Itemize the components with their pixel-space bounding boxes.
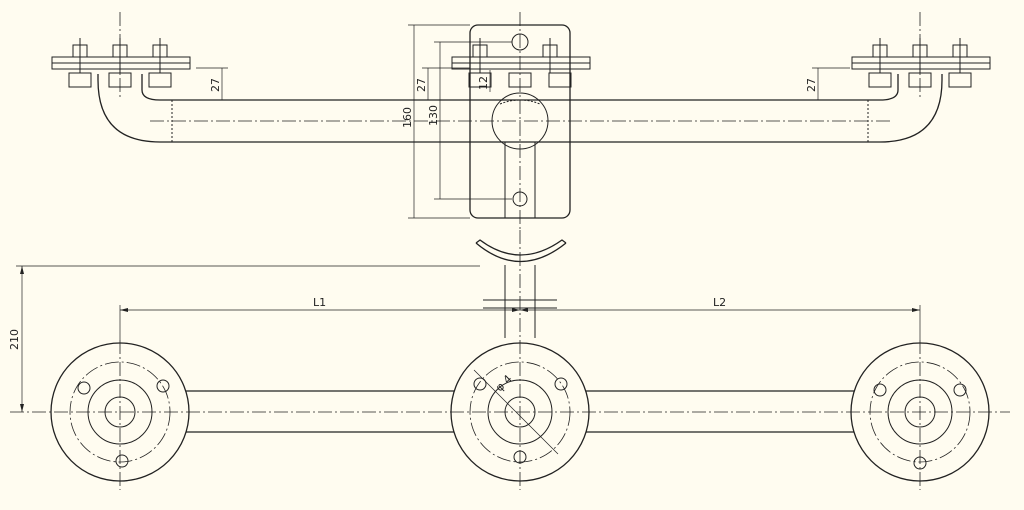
saddle xyxy=(475,239,567,338)
dim-210: 210 xyxy=(8,265,480,412)
horizontal-pipe xyxy=(150,99,890,143)
dim-L2-label: L2 xyxy=(713,296,726,309)
dim-210-label: 210 xyxy=(8,329,21,350)
dim-L1: L1 xyxy=(119,296,520,340)
dim-130: 130 xyxy=(427,41,512,200)
center-flange-plan: φ 4 xyxy=(450,230,590,490)
dim-160-label: 160 xyxy=(401,107,414,128)
left-flange-plan xyxy=(50,340,190,490)
plan-pipe xyxy=(10,390,1010,433)
right-elbow xyxy=(868,74,943,143)
dim-left-27-label: 27 xyxy=(209,78,222,92)
dim-center-12: 12 xyxy=(477,70,491,92)
dim-L1-label: L1 xyxy=(313,296,326,309)
dim-center-27-label: 27 xyxy=(415,78,428,92)
dim-center-12-label: 12 xyxy=(477,76,490,90)
center-flange-assembly xyxy=(451,38,591,88)
plan-view: φ 4 L1 L2 xyxy=(8,230,1010,490)
right-flange-assembly xyxy=(851,38,991,88)
dim-L2: L2 xyxy=(520,296,921,340)
dim-right-27: 27 xyxy=(805,67,850,100)
dim-right-27-label: 27 xyxy=(805,78,818,92)
dim-left-27: 27 xyxy=(196,67,228,100)
left-flange-assembly xyxy=(51,38,191,88)
dim-center-27: 27 xyxy=(415,67,470,100)
dim-160: 160 xyxy=(401,24,470,219)
elevation-view: 27 27 12 160 130 xyxy=(51,12,991,230)
dim-130-label: 130 xyxy=(427,105,440,126)
right-flange-plan xyxy=(850,340,990,490)
left-elbow xyxy=(97,74,172,143)
